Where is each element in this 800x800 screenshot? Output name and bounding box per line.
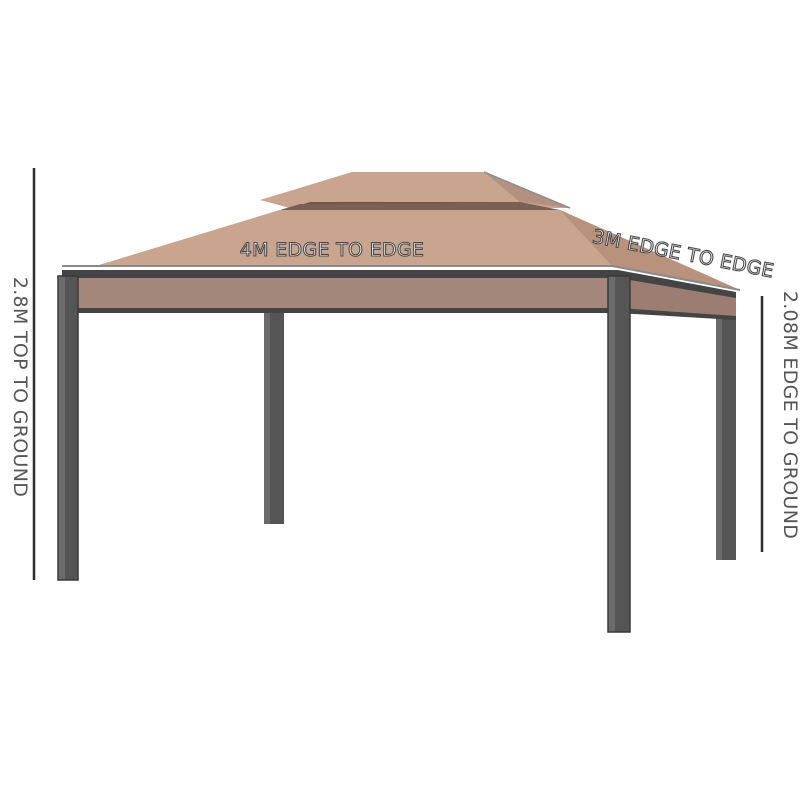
- width-dimension-label: 4M EDGE TO EDGE: [240, 239, 424, 261]
- side-height-dimension-label: 2.08M EDGE TO GROUND: [779, 291, 800, 539]
- lower-roof: [62, 210, 741, 291]
- back-left-post: [264, 308, 284, 524]
- upper-roof: [260, 171, 571, 210]
- front-left-post: [57, 275, 79, 581]
- front-right-post: [607, 275, 631, 633]
- total-height-dimension-label: 2.8M TOP TO GROUND: [9, 277, 31, 497]
- dimension-lines: [32, 168, 764, 580]
- frame-beams: [62, 270, 736, 320]
- back-right-post: [716, 292, 736, 560]
